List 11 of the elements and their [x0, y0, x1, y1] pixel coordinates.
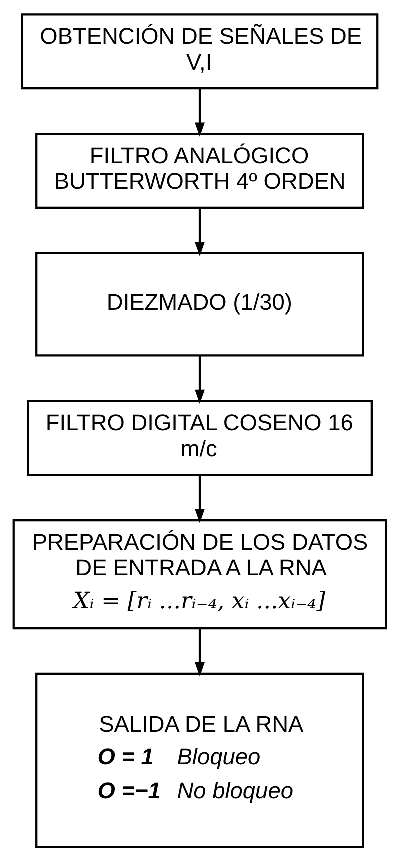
node-box: DIEZMADO (1/30): [36, 252, 364, 356]
node-box: FILTRO DIGITAL COSENO 16 m/c: [27, 400, 373, 476]
arrow: [195, 628, 205, 676]
arrow: [195, 88, 205, 136]
arrow: [195, 474, 205, 523]
node-box: OBTENCIÓN DE SEÑALES DE V,I: [21, 13, 379, 90]
arrow: [195, 355, 205, 404]
arrow: [195, 208, 205, 256]
node-box: SALIDA DE LA RNA O = 1 Bloqueo O =−1 No bloqueo: [36, 672, 364, 848]
node-box: PREPARACIÓN DE LOS DATOS DE ENTRADA A LA RNA Xᵢ = [rᵢ ...rᵢ₋₄, xᵢ ...xᵢ₋₄]: [12, 518, 388, 630]
node-box: FILTRO ANALÓGICO BUTTERWORTH 4º ORDEN: [36, 132, 364, 208]
